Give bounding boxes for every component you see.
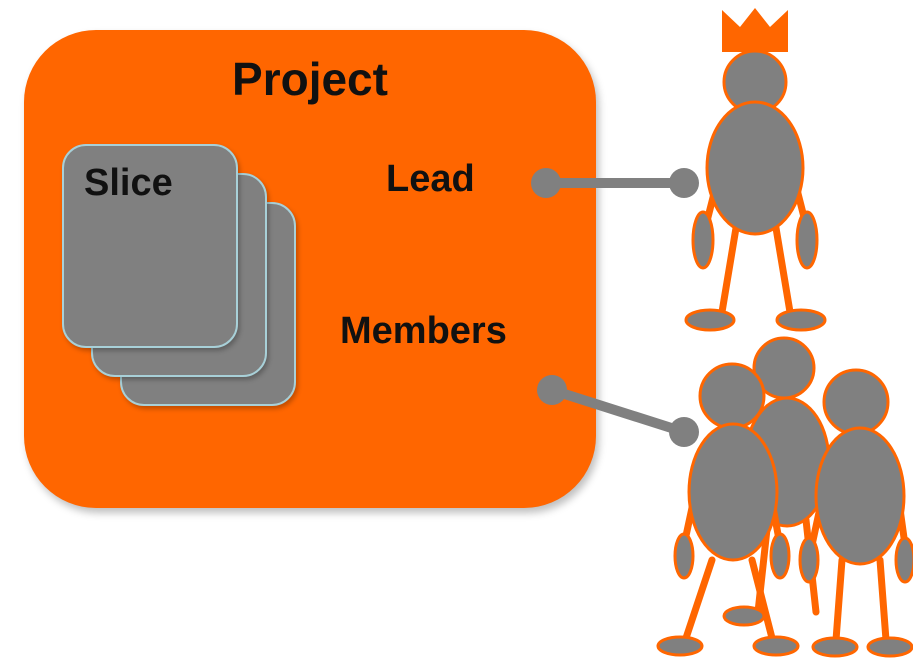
crown-icon [722, 8, 788, 52]
project-title: Project [232, 53, 388, 105]
members-connector [537, 375, 699, 447]
slice-card-front [62, 144, 238, 348]
lead-label: Lead [386, 158, 475, 200]
lead-connector [531, 168, 699, 198]
member-person-icon [656, 362, 800, 657]
member-person-icon [798, 368, 913, 658]
lead-person-icon [684, 8, 827, 332]
slice-label: Slice [84, 162, 173, 204]
members-label: Members [340, 310, 507, 352]
